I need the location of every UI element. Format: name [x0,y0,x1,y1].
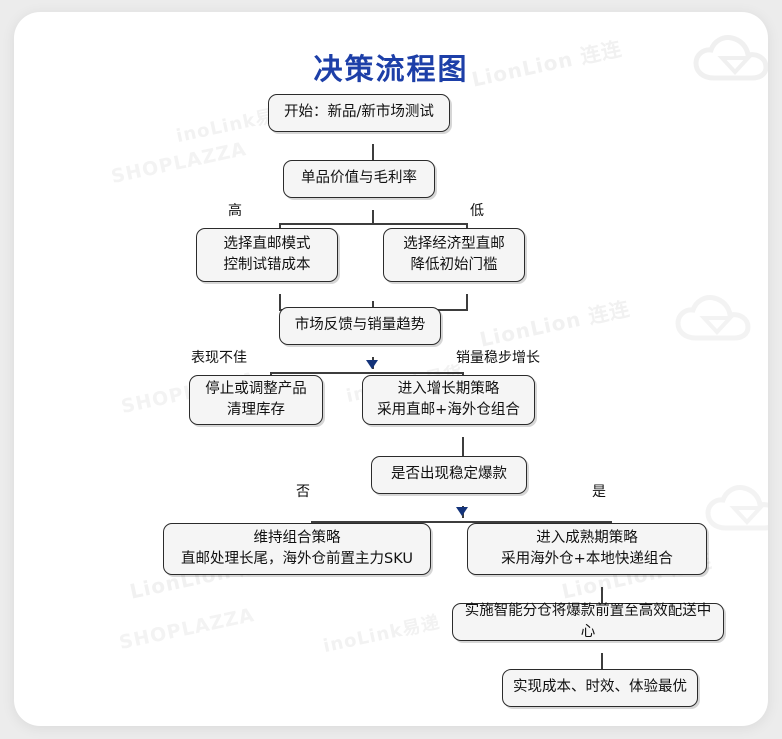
edge-merge-left-1 [279,294,281,311]
flow-node-start[interactable]: 开始：新品/新市场测试 [268,94,450,132]
edge-split-bar-2 [270,372,464,374]
edge-merge-right-1 [466,294,468,311]
edge-split-bar-1 [279,223,467,225]
flow-node-label: 采用直邮+海外仓组合 [377,402,520,418]
page-title: 决策流程图 [313,52,469,86]
flow-node-label: 实施智能分仓将爆款前置至高效配送中心 [464,602,712,640]
edge-label-high: 高 [228,203,242,219]
flow-node-label: 清理库存 [227,402,285,418]
edge-merge-to-feedback [372,301,374,309]
edge-label-no: 否 [296,484,310,500]
arrow-feedback-split [366,360,378,369]
flow-node-label: 降低初始门槛 [410,257,498,273]
arrow-hitcheck-split [456,507,468,516]
edge-start-value [372,144,374,164]
flow-node-hit_check[interactable]: 是否出现稳定爆款 [371,456,527,494]
flow-node-label: 采用海外仓+本地快递组合 [501,551,673,567]
flow-node-label: 单品价值与毛利率 [301,170,417,187]
flow-node-stop[interactable]: 停止或调整产品清理库存 [189,375,323,425]
flow-node-label: 维持组合策略 [253,529,341,546]
flow-node-label: 进入成熟期策略 [536,529,638,546]
edge-label-low: 低 [470,203,484,219]
watermark: LionLion 连连 [477,296,633,352]
flow-node-label: 停止或调整产品 [205,380,307,397]
flow-node-label: 是否出现稳定爆款 [391,466,507,483]
cloud-watermark-mid-right [674,294,760,348]
flow-node-growth[interactable]: 进入增长期策略采用直邮+海外仓组合 [362,375,535,425]
flow-node-label: 市场反馈与销量趋势 [294,317,426,334]
edge-label-poor: 表现不佳 [191,350,247,366]
watermark: SHOPLAZZA [109,137,249,189]
flow-node-label: 控制试错成本 [223,257,311,273]
edge-mature-smartwh [601,587,603,609]
flow-node-label: 开始：新品/新市场测试 [284,104,434,121]
flow-node-optimal[interactable]: 实现成本、时效、体验最优 [502,669,698,707]
flow-node-label: 直邮处理长尾，海外仓前置主力SKU [181,551,413,567]
flow-node-label: 选择经济型直邮 [403,235,505,252]
flow-node-combo[interactable]: 维持组合策略直邮处理长尾，海外仓前置主力SKU [163,523,431,575]
flow-node-feedback[interactable]: 市场反馈与销量趋势 [279,307,441,345]
watermark: inoLink易递 [321,611,442,658]
flow-node-direct_high[interactable]: 选择直邮模式控制试错成本 [196,228,338,282]
cloud-watermark-bottom-right [704,484,768,538]
flow-node-smart_wh[interactable]: 实施智能分仓将爆款前置至高效配送中心 [452,603,724,641]
flow-node-label: 选择直邮模式 [223,235,311,252]
edge-value-split [372,210,374,224]
edge-label-yes: 是 [592,484,606,500]
flow-node-label: 实现成本、时效、体验最优 [513,679,687,696]
flow-node-direct_low[interactable]: 选择经济型直邮降低初始门槛 [383,228,525,282]
edge-split-bar-3 [311,521,612,523]
flow-node-label: 进入增长期策略 [397,380,500,397]
flow-node-mature[interactable]: 进入成熟期策略采用海外仓+本地快递组合 [467,523,707,575]
edge-smartwh-optimal [601,653,603,675]
edge-growth-hitcheck [462,437,464,459]
flow-node-value[interactable]: 单品价值与毛利率 [283,160,435,198]
watermark: SHOPLAZZA [117,603,257,655]
edge-label-growing: 销量稳步增长 [456,350,540,366]
